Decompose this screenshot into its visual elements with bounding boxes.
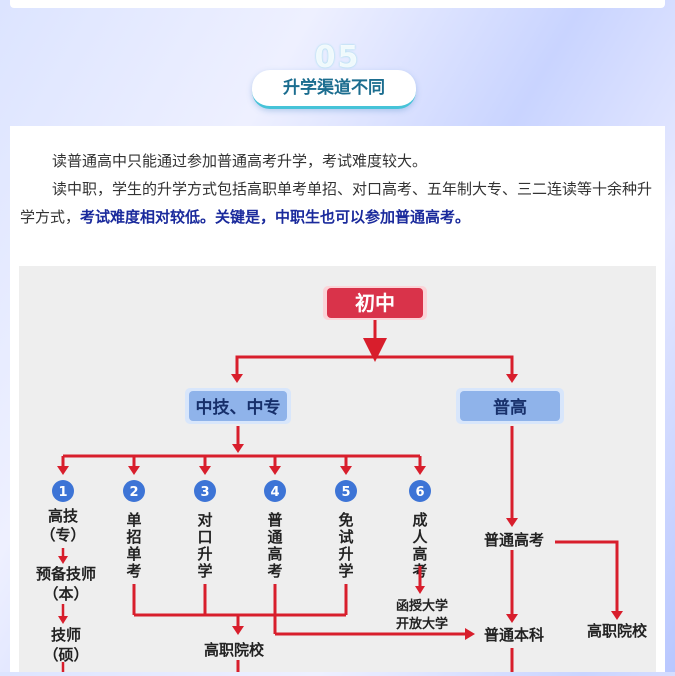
paragraph-2-text: 读中职，学生的升学方式包括高职单考单招、对口高考、五年制大专、三二连读等十余种升…	[20, 180, 653, 226]
technician-label: （硕）	[43, 646, 88, 664]
paragraph-2: 读中职，学生的升学方式包括高职单考单招、对口高考、五年制大专、三二连读等十余种升…	[20, 175, 656, 231]
pathway-diagram-svg: 初中 中技、中专 普高	[36, 286, 648, 672]
route-2-circle	[123, 480, 145, 502]
route-3-circle	[194, 480, 216, 502]
right-branch-label: 普高	[493, 397, 527, 418]
technician-label: 技师	[51, 626, 81, 644]
section-number: 05	[314, 40, 361, 75]
route-5-label-char: 试	[338, 528, 353, 546]
route-1-label-line: （专）	[40, 526, 85, 544]
section-title: 升学渠道不同	[252, 70, 416, 109]
route-2-label-char: 单	[126, 545, 141, 563]
route-2-label-char: 单	[126, 511, 141, 529]
adult-education-label: 开放大学	[396, 616, 448, 632]
route-4-circle	[264, 480, 286, 502]
vocational-college-right: 高职院校	[587, 622, 648, 640]
root-label: 初中	[355, 291, 395, 315]
route-2-number: 2	[129, 485, 138, 500]
route-5-label-char: 学	[338, 562, 353, 580]
paragraph-1: 读普通高中只能通过参加普通高考升学，考试难度较大。	[52, 152, 428, 170]
root-box	[327, 288, 423, 318]
route-5-number: 5	[341, 485, 350, 500]
route-6-label-char: 高	[412, 545, 427, 563]
gaokao-label: 普通高考	[484, 531, 544, 549]
route-6-label-char: 成	[412, 511, 427, 529]
undergrad-label: 普通本科	[484, 626, 544, 644]
route-3-label-char: 升	[197, 545, 212, 563]
vocational-college-left: 高职院校	[204, 641, 265, 659]
pathway-diagram: 初中 中技、中专 普高	[19, 266, 656, 672]
adult-education-label: 函授大学	[396, 598, 448, 614]
route-4-label-char: 高	[267, 545, 282, 563]
route-3-label-char: 对	[197, 511, 212, 529]
route-6-circle	[409, 480, 431, 502]
route-4-label-char: 普	[267, 511, 282, 529]
route-6-number: 6	[415, 485, 424, 500]
route-1-label-line: 高技	[48, 507, 79, 525]
route-numbers: 1 2 3 4 5 6	[52, 480, 431, 502]
route-5-label-char: 升	[338, 545, 353, 563]
right-branch-box	[460, 391, 560, 421]
route-4-label-char: 考	[267, 562, 282, 580]
route-1-circle	[52, 480, 74, 502]
route-5-circle	[335, 480, 357, 502]
route-4-label-char: 通	[267, 528, 282, 546]
paragraph-2-highlight: 考试难度相对较低。关键是，中职生也可以参加普通高考。	[80, 208, 471, 226]
route-5-label-char: 免	[338, 511, 353, 529]
route-1-number: 1	[58, 485, 67, 500]
prep-technician-label: （本）	[43, 585, 88, 603]
left-branch-label: 中技、中专	[196, 397, 281, 418]
route-3-label-char: 学	[197, 562, 212, 580]
route-3-label-char: 口	[197, 528, 212, 546]
route-4-number: 4	[270, 485, 279, 500]
route-2-label-char: 招	[126, 528, 141, 546]
route-3-number: 3	[200, 485, 209, 500]
route-2-label-char: 考	[126, 562, 141, 580]
prep-technician-label: 预备技师	[36, 565, 96, 583]
top-card-edge	[10, 0, 665, 8]
route-6-label-char: 人	[412, 528, 428, 546]
left-branch-box	[189, 391, 287, 421]
